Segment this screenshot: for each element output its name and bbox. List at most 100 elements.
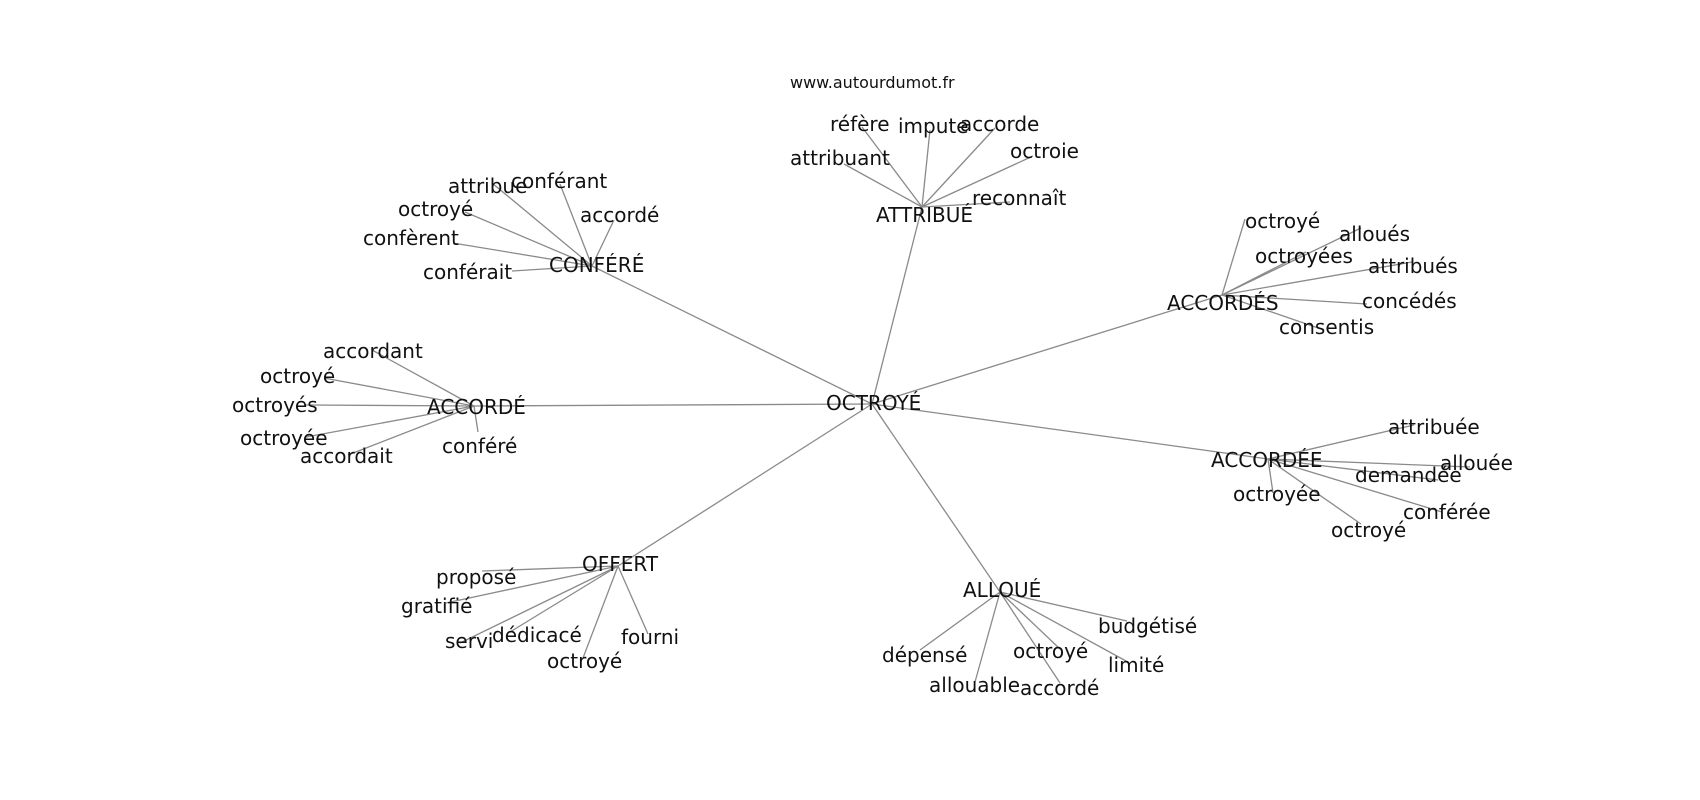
leaf-node-label: dédicacé: [492, 623, 582, 647]
hub-edge: [871, 294, 1223, 405]
leaf-edge: [445, 565, 619, 604]
leaf-edge: [481, 565, 619, 572]
leaf-edge: [1221, 294, 1368, 305]
leaf-edge: [921, 155, 1034, 208]
leaf-edge: [999, 591, 1127, 662]
leaf-node-label: consentis: [1279, 315, 1374, 339]
hub-edge: [591, 265, 873, 405]
leaf-edge: [999, 591, 1061, 684]
leaf-edge: [1267, 458, 1362, 525]
leaf-node-label: reconnaît: [972, 186, 1066, 210]
leaf-node-label: servi: [445, 629, 493, 653]
hub-edge: [871, 206, 923, 405]
leaf-edge: [1267, 458, 1439, 481]
leaf-edge: [591, 219, 615, 267]
hub-node-label: ACCORDÉ: [427, 395, 526, 419]
leaf-edge: [1267, 424, 1415, 460]
leaf-node-label: octroyé: [1331, 518, 1406, 542]
leaf-node-label: alloués: [1339, 222, 1410, 246]
leaf-edge: [999, 591, 1061, 650]
leaf-edge: [974, 591, 1001, 683]
leaf-node-label: octroyé: [1013, 639, 1088, 663]
leaf-node-label: conférant: [511, 169, 607, 193]
leaf-node-label: demandée: [1355, 463, 1462, 487]
leaf-node-label: octroyé: [547, 649, 622, 673]
leaf-node-label: fourni: [621, 625, 679, 649]
graph-edges: [305, 126, 1471, 684]
leaf-node-label: octroyées: [1255, 244, 1353, 268]
leaf-node-label: dépensé: [882, 643, 967, 667]
leaf-node-label: concédés: [1362, 289, 1457, 313]
leaf-node-label: octroyée: [1233, 482, 1321, 506]
leaf-node-label: proposé: [436, 565, 516, 589]
leaf-edge: [1221, 251, 1307, 296]
leaf-node-label: allouée: [1440, 451, 1513, 475]
leaf-node-label: budgétisé: [1098, 614, 1197, 638]
leaf-node-label: réfère: [830, 112, 890, 136]
leaf-edge: [559, 183, 593, 267]
leaf-node-label: conféré: [442, 434, 517, 458]
leaf-edge: [473, 405, 479, 433]
leaf-edge: [919, 591, 1001, 651]
leaf-node-label: conférait: [423, 260, 512, 284]
leaf-node-label: conférée: [1403, 500, 1491, 524]
leaf-edge: [464, 211, 593, 267]
watermark-text: www.autourdumot.fr: [790, 73, 955, 92]
hub-edge: [617, 403, 873, 567]
leaf-edge: [1267, 458, 1274, 494]
leaf-node-label: allouable: [929, 673, 1020, 697]
leaf-node-label: accordé: [1020, 676, 1099, 700]
hub-node-label: ATTRIBUÉ: [876, 203, 973, 227]
leaf-node-label: accorde: [960, 112, 1039, 136]
leaf-edge: [323, 377, 475, 407]
hub-node-label: ACCORDÉS: [1167, 291, 1279, 315]
hub-node-label: CONFÉRÉ: [549, 253, 644, 277]
hub-node-label: ALLOUÉ: [963, 578, 1041, 602]
leaf-edge: [511, 265, 593, 272]
leaf-edge: [843, 163, 923, 208]
leaf-node-label: attribuée: [1388, 415, 1480, 439]
hub-edge: [871, 403, 1269, 460]
leaf-edge: [491, 182, 593, 267]
leaf-edge: [459, 565, 619, 644]
hub-node-label: OFFERT: [582, 552, 659, 576]
leaf-edge: [617, 565, 649, 635]
leaf-edge: [452, 242, 593, 267]
leaf-node-label: attribue: [448, 174, 527, 198]
leaf-node-label: attribués: [1368, 254, 1458, 278]
leaf-edge: [305, 404, 475, 407]
leaf-node-label: confèrent: [363, 226, 459, 250]
leaf-edge: [1221, 261, 1413, 296]
leaf-node-label: octroyés: [232, 393, 318, 417]
leaf-node-label: accordé: [580, 203, 659, 227]
leaf-node-label: octroyé: [398, 197, 473, 221]
leaf-node-label: attribuant: [790, 146, 890, 170]
leaf-node-label: accordait: [300, 444, 393, 468]
center-node-label: OCTROYÉ: [826, 391, 921, 415]
leaf-edge: [1267, 458, 1471, 468]
leaf-node-label: octroie: [1010, 139, 1079, 163]
leaf-node-label: octroyée: [240, 426, 328, 450]
leaf-edge: [582, 565, 619, 659]
leaf-node-label: impute: [898, 114, 969, 138]
leaf-edge: [1267, 458, 1443, 513]
leaf-edge: [921, 129, 931, 208]
leaf-edge: [861, 126, 923, 208]
leaf-edge: [1221, 294, 1325, 331]
leaf-node-label: octroyé: [1245, 209, 1320, 233]
leaf-edge: [1221, 218, 1246, 296]
leaf-node-label: limité: [1108, 653, 1164, 677]
leaf-node-label: octroyé: [260, 364, 335, 388]
leaf-node-label: gratifié: [401, 594, 472, 618]
hub-edge: [473, 403, 873, 407]
leaf-edge: [999, 591, 1128, 622]
leaf-edge: [371, 349, 475, 407]
leaf-edge: [921, 127, 996, 208]
hub-edge: [871, 403, 1001, 593]
leaf-edge: [509, 565, 619, 633]
hub-node-label: ACCORDÉE: [1211, 448, 1323, 472]
leaf-edge: [305, 405, 475, 438]
leaf-edge: [921, 201, 1011, 208]
